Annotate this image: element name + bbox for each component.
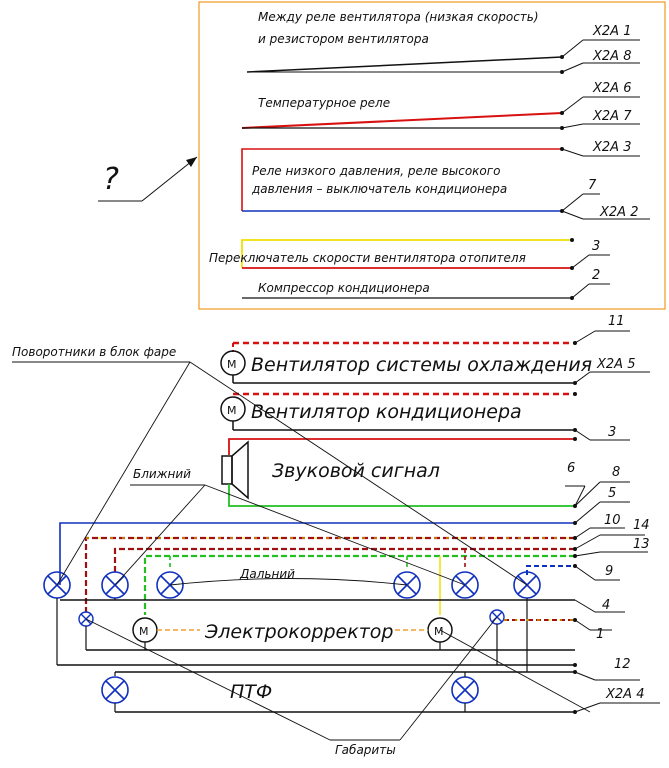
pin-6: 6 [567, 461, 575, 476]
pin-7: 7 [588, 178, 597, 193]
pin-10: 10 [604, 513, 621, 528]
wire-dark-red-dashed-2 [113, 547, 575, 574]
pin-x2a5: X2A 5 [596, 357, 635, 372]
pin-13: 13 [633, 537, 650, 552]
wire-horn-green [228, 484, 575, 507]
callout-turn-signals: Поворотники в блок фаре [12, 345, 176, 359]
label-pressure-2: давления – выключатель кондиционера [251, 182, 507, 196]
wire-fan-low-speed [246, 56, 563, 73]
label-pressure-1: Реле низкого давления, реле высокого [252, 164, 500, 178]
pin-4: 4 [602, 598, 610, 613]
ac-fan-motor-icon: M [220, 396, 246, 422]
svg-text:M: M [227, 404, 237, 417]
corrector-motor-left-icon: M [132, 617, 158, 643]
pin-2-box: 2 [592, 268, 600, 283]
pin-9: 9 [605, 564, 613, 579]
pin-11: 11 [608, 314, 625, 329]
pin-3-box: 3 [592, 239, 600, 254]
wire-pressure-red [241, 148, 562, 211]
wire-heater-yellow [241, 239, 572, 268]
question-leader [141, 156, 198, 202]
pin-5: 5 [608, 486, 616, 501]
fog-lamp-right-icon [451, 676, 479, 704]
pin-x2a3: X2A 3 [592, 140, 631, 155]
pin-x2a6: X2A 6 [592, 81, 631, 96]
label-fan-low-speed-2: и резистором вентилятора [258, 32, 429, 46]
pin-3: 3 [608, 425, 616, 440]
pin-x2a7: X2A 7 [592, 109, 632, 124]
label-compressor: Компрессор кондиционера [258, 281, 430, 295]
label-heater-switch: Переключатель скорости вентилятора отопи… [209, 251, 526, 265]
pin-14: 14 [633, 518, 650, 533]
connector-box [198, 1, 666, 310]
pin-12: 12 [614, 657, 631, 672]
svg-text:M: M [139, 625, 149, 638]
horn-icon [221, 440, 249, 500]
cooling-fan-label: Вентилятор системы охлаждения [251, 354, 592, 376]
label-temp-relay: Температурное реле [258, 96, 390, 110]
label-fan-low-speed-1: Между реле вентилятора (низкая скорость) [258, 10, 539, 24]
wire-horn-red [228, 438, 575, 455]
pin-8: 8 [612, 465, 620, 480]
cooling-fan-motor-icon: M [220, 350, 246, 376]
callout-high-beam: Дальний [239, 567, 295, 581]
pin-x2a8: X2A 8 [592, 49, 631, 64]
fog-lights-label: ПТФ [230, 681, 272, 703]
wire-blue-bus [59, 522, 575, 585]
pin-x2a4: X2A 4 [605, 687, 644, 702]
question-mark: ? [103, 162, 119, 197]
svg-text:M: M [434, 625, 444, 638]
pin-x2a2: X2A 2 [599, 205, 638, 220]
wire-temp-relay-red [241, 112, 563, 129]
corrector-label: Электрокорректор [204, 621, 393, 643]
pin-x2a1: X2A 1 [592, 24, 631, 39]
horn-label: Звуковой сигнал [272, 460, 440, 482]
pin-1: 1 [596, 627, 604, 642]
svg-text:M: M [227, 358, 237, 371]
fog-lamp-left-icon [101, 676, 129, 704]
callout-low-beam: Ближний [133, 467, 191, 481]
callout-side-lights: Габариты [335, 743, 396, 757]
wire-green-dashed [143, 554, 575, 615]
ac-fan-label: Вентилятор кондиционера [251, 401, 522, 423]
